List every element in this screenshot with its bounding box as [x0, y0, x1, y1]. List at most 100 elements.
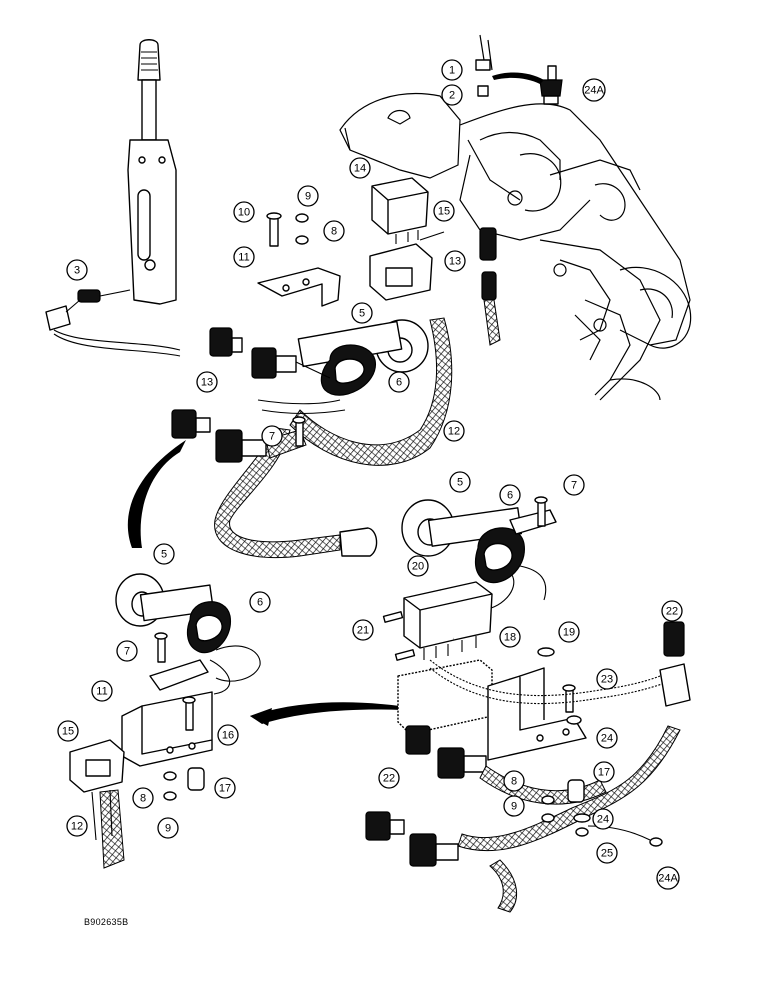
callout-c6_mid: 6 — [499, 484, 521, 506]
callout-ring — [593, 761, 615, 783]
callout-ring — [233, 246, 255, 268]
callout-c10: 10 — [233, 201, 255, 223]
callout-ring — [217, 724, 239, 746]
callout-ring — [441, 84, 463, 106]
relay-14 — [371, 177, 429, 244]
callout-c8_right: 8 — [503, 770, 525, 792]
linking-arrows — [127, 440, 402, 726]
callout-c19: 19 — [558, 621, 580, 643]
callout-label: 21 — [357, 625, 369, 637]
callout-label: 15 — [62, 726, 74, 738]
block-15-left — [69, 739, 125, 869]
callout-c14: 14 — [349, 157, 371, 179]
callout-ring — [261, 425, 283, 447]
callout-c9_left: 9 — [157, 817, 179, 839]
callout-label: 16 — [222, 730, 234, 742]
callout-ring — [233, 201, 255, 223]
connectors-13-left — [171, 327, 346, 463]
callout-ring — [503, 795, 525, 817]
spacer-17-nut-washer-right — [541, 779, 663, 847]
callout-c17_left: 17 — [214, 777, 236, 799]
callout-label: 2 — [449, 90, 455, 102]
connectors-22-mid — [365, 725, 487, 867]
callout-ring — [433, 200, 455, 222]
callout-ring — [196, 371, 218, 393]
callout-label: 11 — [238, 252, 249, 264]
screws-21 — [382, 611, 416, 661]
callout-label: 9 — [305, 191, 311, 203]
callout-c18: 18 — [499, 626, 521, 648]
bolt-7-left — [154, 632, 168, 663]
connector-block-15 — [369, 231, 445, 301]
callout-label: 18 — [504, 632, 516, 644]
callout-c22_right: 22 — [661, 600, 683, 622]
callout-ring — [297, 185, 319, 207]
connector-13-top — [479, 227, 501, 346]
callout-label: 5 — [161, 549, 167, 561]
callout-label: 6 — [257, 597, 263, 609]
callout-label: 24 — [601, 733, 613, 745]
callout-c13_top: 13 — [444, 250, 466, 272]
bolt-10-washer-9-nut-8 — [266, 212, 309, 247]
callout-c6_left: 6 — [249, 591, 271, 613]
callout-label: 5 — [359, 308, 365, 320]
callout-c24a_top: 24A — [582, 78, 606, 102]
callout-label: 3 — [74, 265, 80, 277]
callout-label: 12 — [448, 426, 460, 438]
callout-c21: 21 — [352, 619, 374, 641]
callout-c23: 23 — [596, 668, 618, 690]
callout-c9_top: 9 — [297, 185, 319, 207]
callout-c7_mid: 7 — [563, 474, 585, 496]
callout-label: 24 — [597, 814, 609, 826]
callout-label: 1 — [449, 65, 455, 77]
callout-label: 9 — [511, 801, 517, 813]
callout-ring — [499, 484, 521, 506]
callout-ring — [596, 668, 618, 690]
callout-label: 24A — [658, 873, 678, 885]
callout-c16: 16 — [217, 724, 239, 746]
callout-c3: 3 — [66, 259, 88, 281]
callout-label: 7 — [124, 646, 130, 658]
callout-c2: 2 — [441, 84, 463, 106]
callout-ring — [157, 817, 179, 839]
callout-ring — [441, 59, 463, 81]
callout-c12_top: 12 — [443, 420, 465, 442]
callout-ring — [656, 866, 680, 890]
callout-ring — [116, 640, 138, 662]
washer-19 — [537, 647, 555, 657]
callout-ring — [592, 808, 614, 830]
callout-ring — [153, 543, 175, 565]
callout-label: 14 — [354, 163, 366, 175]
bolt-7-mid — [534, 496, 548, 527]
callout-label: 17 — [219, 783, 231, 795]
bolt-7-top — [292, 416, 306, 447]
callout-label: 6 — [396, 377, 402, 389]
callout-c8_left: 8 — [132, 787, 154, 809]
callout-ring — [249, 591, 271, 613]
callout-c15_top: 15 — [433, 200, 455, 222]
throttle-lever — [127, 39, 177, 305]
callout-label: 17 — [598, 767, 610, 779]
callout-ring — [596, 727, 618, 749]
callout-ring — [323, 220, 345, 242]
callout-label: 23 — [601, 674, 613, 686]
callout-label: 20 — [412, 561, 424, 573]
callout-c12_left: 12 — [66, 815, 88, 837]
callout-label: 8 — [140, 793, 146, 805]
callout-ring — [582, 78, 606, 102]
switch-3 — [45, 289, 181, 357]
callout-c1: 1 — [441, 59, 463, 81]
callout-label: 24A — [584, 85, 604, 97]
callout-ring — [449, 471, 471, 493]
callout-ring — [349, 157, 371, 179]
callout-c5_mid: 5 — [449, 471, 471, 493]
callout-c24_low: 24 — [592, 808, 614, 830]
clamp-6-top — [320, 344, 376, 396]
callout-c22_mid: 22 — [378, 767, 400, 789]
callout-label: 8 — [511, 776, 517, 788]
callout-ring — [57, 720, 79, 742]
callout-label: 12 — [71, 821, 83, 833]
callout-ring — [499, 626, 521, 648]
